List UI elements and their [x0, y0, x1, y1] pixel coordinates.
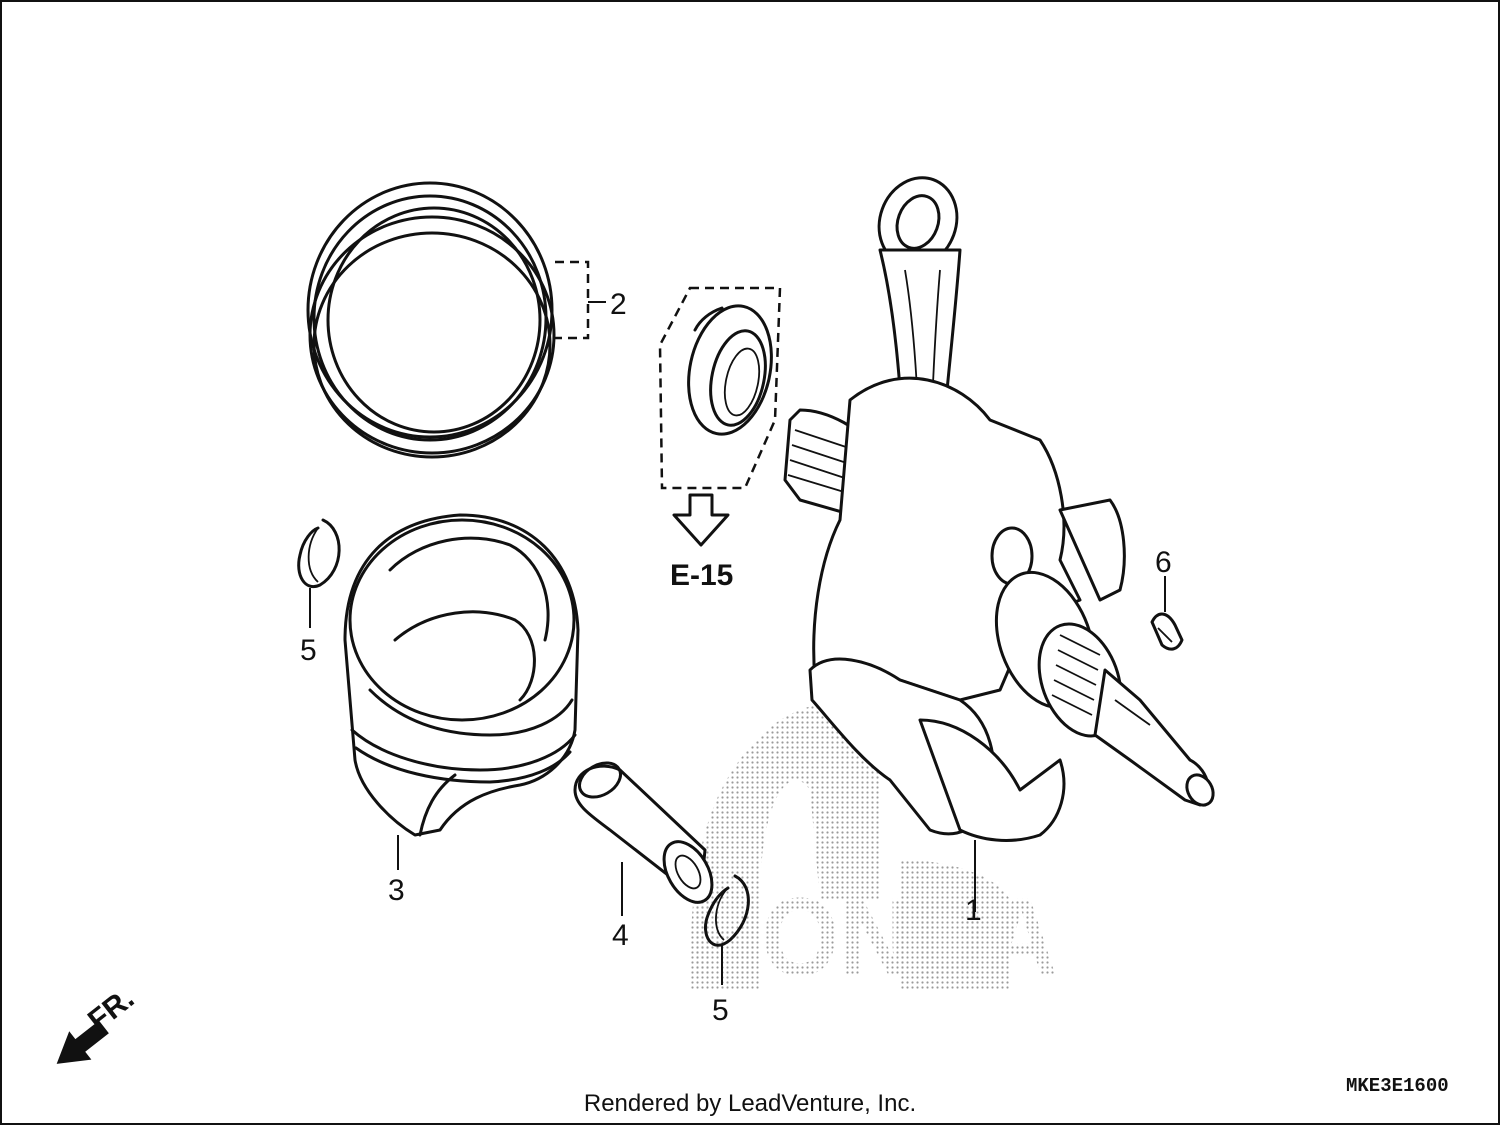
callout-5-right[interactable]: 5: [712, 994, 729, 1027]
woodruff-key: [1150, 612, 1184, 651]
diagram-code: MKE3E1600: [1346, 1075, 1449, 1097]
reference-e15[interactable]: E-15: [670, 559, 733, 592]
reference-arrow-icon: [672, 493, 730, 547]
callout-4[interactable]: 4: [612, 919, 629, 952]
front-direction-arrow-icon: [56, 1020, 109, 1064]
callout-5-left[interactable]: 5: [300, 634, 317, 667]
piston-pin: [573, 761, 714, 904]
oil-seal-reference-box: [658, 286, 782, 490]
honda-wing-watermark: [690, 703, 1010, 990]
callout-2[interactable]: 2: [610, 288, 627, 321]
callout-3[interactable]: 3: [388, 874, 405, 907]
piston: [343, 513, 580, 837]
callout-6[interactable]: 6: [1155, 546, 1172, 579]
callout-1[interactable]: 1: [965, 894, 982, 927]
piston-pin-clip-right: [703, 874, 750, 947]
render-credit: Rendered by LeadVenture, Inc.: [583, 1090, 917, 1117]
bracket-part-2: [555, 260, 606, 340]
crankshaft-assembly: [783, 176, 1215, 842]
honda-watermark-text: HONDA: [688, 876, 1058, 999]
piston-pin-clip-left: [297, 518, 341, 589]
piston-rings: [306, 181, 556, 459]
